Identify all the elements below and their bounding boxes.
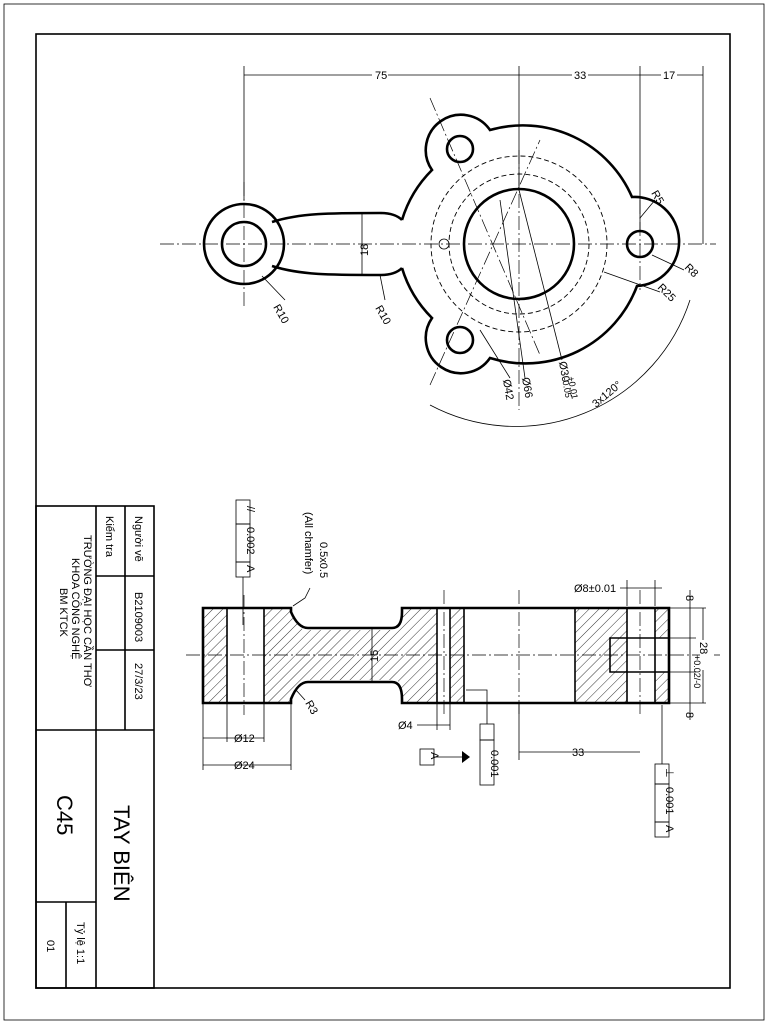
dim-75: 75 — [375, 70, 387, 82]
scale: Tỷ lệ 1:1 — [74, 922, 86, 964]
r25: R25 — [655, 282, 678, 305]
dim-r3: R3 — [302, 699, 319, 717]
d66: Ø66 — [519, 376, 534, 399]
dim-d24: Ø24 — [234, 760, 255, 772]
d30-tol-upper: +0.01 — [566, 376, 580, 400]
part-name: TAY BIÊN — [109, 805, 134, 902]
dim-8-top: 8 — [683, 595, 695, 601]
parallel-datum: A — [244, 565, 256, 573]
material: C45 — [52, 795, 77, 835]
sheet-no: 01 — [44, 940, 56, 952]
d30: Ø30 — [556, 360, 571, 383]
top-view: 75 33 17 18 R10 R10 R5 R8 R25 Ø30 +0.01 … — [160, 66, 716, 427]
title-block: Người vẽ Kiểm tra B2109003 27/3/23 TRƯỜN… — [35, 505, 155, 989]
date: 27/3/23 — [132, 663, 144, 700]
dim-8-bottom: 8 — [683, 712, 695, 718]
chamfer-note: 0.5x0.5 — [317, 542, 329, 578]
d42: Ø42 — [500, 378, 515, 401]
dim-18: 18 — [359, 244, 371, 256]
role-drawn: Người vẽ — [132, 516, 144, 562]
perp-symbol: ⊥ — [663, 768, 675, 778]
r10-neck: R10 — [372, 304, 392, 327]
school-line2: KHOA CÔNG NGHỆ — [69, 558, 82, 659]
parallel-value: 0.002 — [244, 527, 256, 555]
r5: R5 — [648, 189, 665, 207]
perp-value: 0.001 — [663, 787, 675, 815]
dim-d8: Ø8±0.01 — [574, 583, 616, 595]
dim-28-tol: +0.02/-0 — [692, 655, 702, 688]
school-line3: BM KTCK — [57, 588, 69, 638]
dim-17: 17 — [663, 70, 675, 82]
d30-tol-lower: -0.05 — [560, 377, 573, 399]
datum-a: A — [428, 752, 440, 760]
dim-33: 33 — [574, 70, 586, 82]
role-checked: Kiểm tra — [103, 516, 115, 558]
parallel-symbol: // — [244, 506, 256, 513]
dim-28: 28 — [697, 642, 709, 654]
dim-33-section: 33 — [572, 747, 584, 759]
outer-border — [3, 3, 765, 1021]
runout-value: 0.001 — [488, 750, 500, 778]
school-line1: TRƯỜNG ĐẠI HỌC CẦN THƠ — [81, 535, 94, 688]
section-view: 15 // 0.002 A 0.5x0.5 (All chamfer) Ø12 … — [186, 499, 720, 838]
drawing-frame — [35, 33, 731, 989]
chamfer-all: (All chamfer) — [302, 512, 314, 574]
dim-d12: Ø12 — [234, 733, 255, 745]
r8: R8 — [682, 262, 700, 280]
dim-15: 15 — [369, 650, 381, 662]
dim-d4: Ø4 — [398, 720, 413, 732]
perp-datum: A — [663, 825, 675, 833]
r10-left: R10 — [270, 303, 290, 326]
student-id: B2109003 — [132, 592, 144, 642]
